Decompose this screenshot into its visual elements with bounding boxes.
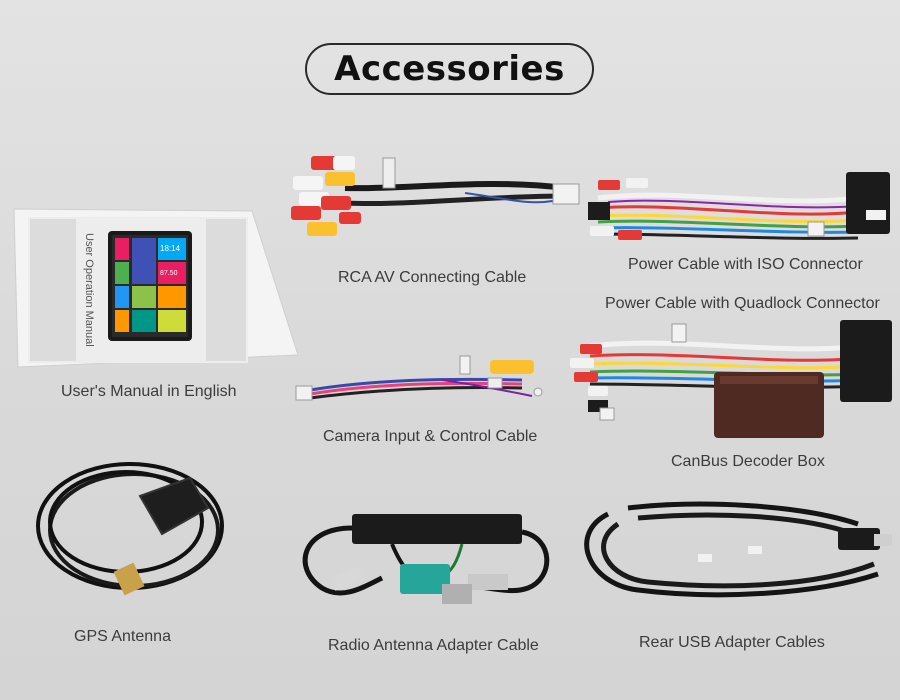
user-manual-image: User Operation Manual 18:14 87.50 bbox=[8, 205, 300, 375]
page-title-text: Accessories bbox=[334, 49, 565, 89]
camera-cable-image bbox=[292, 350, 554, 410]
caption-canbus-box: CanBus Decoder Box bbox=[671, 453, 825, 470]
quadlock-canbus-image bbox=[560, 316, 900, 446]
iso-power-cable-image bbox=[578, 168, 900, 260]
page-title: Accessories bbox=[305, 43, 594, 95]
caption-rca-cable: RCA AV Connecting Cable bbox=[338, 269, 527, 286]
manual-screen-time: 18:14 bbox=[160, 244, 181, 253]
gps-antenna-image bbox=[30, 456, 240, 606]
caption-usb-cables: Rear USB Adapter Cables bbox=[639, 634, 825, 651]
caption-iso-cable: Power Cable with ISO Connector bbox=[628, 256, 863, 273]
rca-cable-image bbox=[285, 148, 585, 248]
caption-user-manual: User's Manual in English bbox=[61, 383, 237, 400]
caption-gps-antenna: GPS Antenna bbox=[74, 628, 171, 645]
manual-cover-text: User Operation Manual bbox=[83, 233, 95, 347]
caption-radio-adapter: Radio Antenna Adapter Cable bbox=[328, 637, 539, 654]
caption-quadlock-cable: Power Cable with Quadlock Connector bbox=[605, 295, 880, 312]
caption-camera-cable: Camera Input & Control Cable bbox=[323, 428, 538, 445]
manual-screen-freq: 87.50 bbox=[160, 270, 178, 277]
radio-adapter-image bbox=[292, 508, 554, 618]
usb-cables-image bbox=[578, 494, 900, 610]
